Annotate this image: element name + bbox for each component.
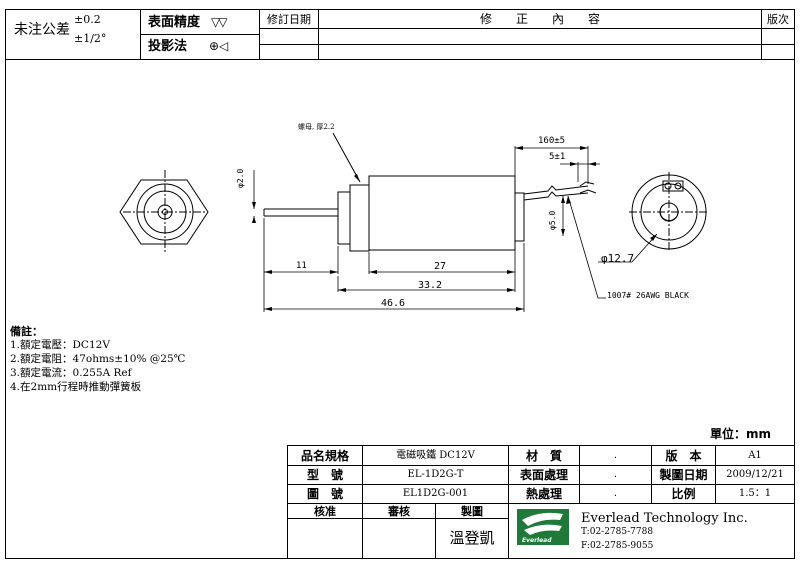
right-end-view bbox=[629, 172, 709, 252]
review-label: 審核 bbox=[388, 504, 410, 518]
dim-160: 160±5 bbox=[538, 136, 566, 146]
dim-phi5: φ5.0 bbox=[548, 210, 557, 230]
surface-treatment-label: 表面處理 bbox=[519, 468, 568, 482]
dimension-arrows bbox=[252, 146, 657, 311]
model-value: EL-1D2G-T bbox=[407, 469, 464, 480]
notes-block: 備註： 1.額定電壓：DC12V 2.額定電阻：47ohms±10% @25℃ … bbox=[10, 323, 270, 403]
scale-label: 比例 bbox=[671, 487, 696, 501]
tolerance-angle: ±1/2° bbox=[74, 32, 107, 45]
surface-treatment-value: . bbox=[613, 469, 618, 480]
drawing-value: EL1D2G-001 bbox=[402, 488, 469, 499]
approve-label: 核准 bbox=[314, 504, 336, 518]
dim-11: 11 bbox=[296, 261, 307, 271]
surface-label: 表面精度 bbox=[148, 15, 201, 30]
dim-phi2: φ2.0 bbox=[236, 168, 245, 188]
everlead-logo bbox=[517, 509, 569, 545]
dim-46-6: 46.6 bbox=[381, 298, 406, 309]
unit-label: 單位：mm bbox=[710, 427, 772, 441]
dim-27: 27 bbox=[434, 261, 447, 272]
drawing-label: 圖 號 bbox=[306, 487, 343, 501]
note-line-4: 4.在2mm行程時推動彈簧板 bbox=[10, 381, 142, 393]
version-block-label: 版 本 bbox=[665, 448, 702, 463]
version-label: 版次 bbox=[767, 12, 789, 26]
surface-symbol: ▽▽ bbox=[211, 15, 228, 29]
dimension-lines bbox=[253, 146, 658, 312]
drafter-name: 溫登凱 bbox=[449, 529, 495, 547]
note-line-2: 2.額定電阻：47ohms±10% @25℃ bbox=[10, 353, 186, 365]
company-fax: F:02-2785-9055 bbox=[581, 541, 654, 551]
dim-5: 5±1 bbox=[549, 152, 566, 162]
note-line-3: 3.額定電流：0.255A Ref bbox=[10, 367, 132, 379]
name-value: 電磁吸鐵 DC12V bbox=[396, 449, 475, 461]
logo-text: Everlead bbox=[522, 537, 552, 544]
tolerance-linear: ±0.2 bbox=[74, 13, 101, 26]
revision-content-label: 修 正 內 容 bbox=[479, 12, 600, 26]
name-label: 品名規格 bbox=[300, 448, 349, 463]
heat-treatment-value: . bbox=[613, 488, 618, 499]
title-block-frame bbox=[287, 445, 795, 559]
dim-33-2: 33.2 bbox=[418, 280, 443, 291]
version-block-value: A1 bbox=[748, 449, 762, 461]
wire-label: 1007# 26AWG BLACK bbox=[607, 291, 689, 300]
company-tel: T:02-2785-7788 bbox=[581, 527, 654, 537]
tolerance-label: 未注公差 bbox=[14, 22, 70, 38]
nut-label: 螺母, 厚2.2 bbox=[298, 123, 335, 131]
notes-title: 備註： bbox=[10, 325, 43, 338]
scale-value: 1.5：1 bbox=[738, 488, 772, 499]
projection-label: 投影法 bbox=[148, 39, 188, 54]
date-value: 2009/12/21 bbox=[726, 469, 784, 480]
note-line-1: 1.額定電壓：DC12V bbox=[10, 339, 110, 351]
model-label: 型 號 bbox=[306, 468, 343, 482]
left-end-view bbox=[119, 170, 209, 254]
draw-label: 製圖 bbox=[461, 504, 483, 518]
company-name: Everlead Technology Inc. bbox=[581, 511, 748, 526]
revision-date-label: 修訂日期 bbox=[267, 12, 311, 26]
date-label: 製圖日期 bbox=[659, 468, 708, 482]
projection-symbol: ⊕◁ bbox=[209, 39, 229, 53]
dim-phi127: φ12.7 bbox=[601, 252, 635, 265]
side-view bbox=[263, 132, 597, 252]
material-value: . bbox=[613, 449, 618, 461]
material-label: 材 質 bbox=[525, 448, 562, 463]
heat-treatment-label: 熱處理 bbox=[525, 487, 562, 501]
